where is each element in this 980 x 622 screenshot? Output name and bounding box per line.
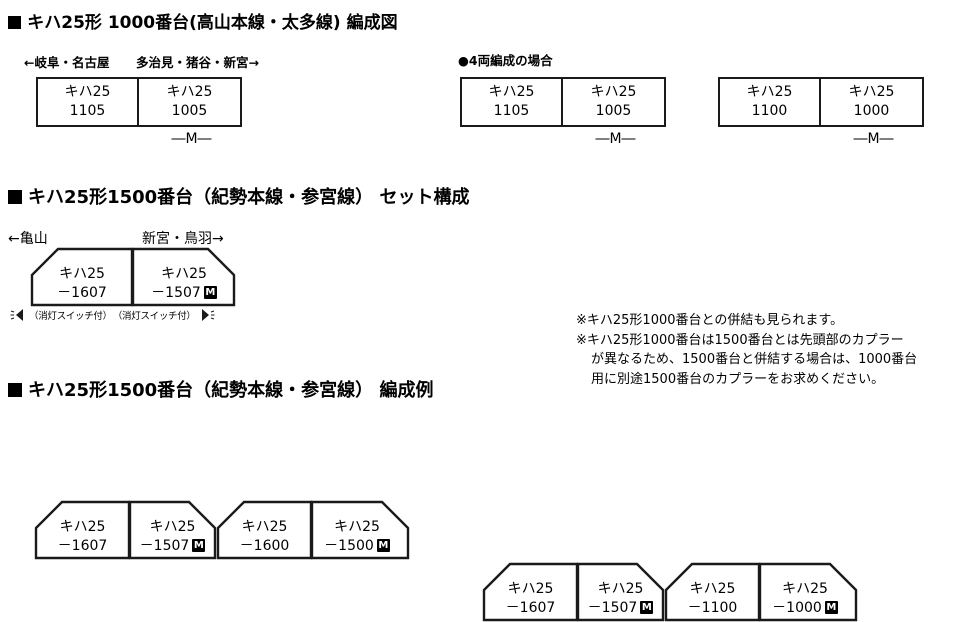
direction-label-left-1000: ←岐阜・名古屋 xyxy=(24,55,110,70)
car-number: －1607 xyxy=(505,599,556,616)
four-car-note: ●4両編成の場合 xyxy=(458,53,553,68)
car-type: キハ25 xyxy=(590,84,637,101)
car-number: －1607 xyxy=(57,284,107,301)
note-line-2: ※キハ25形1000番台は1500番台とは先頭部のカプラー xyxy=(576,332,904,348)
car-number: －1507 M xyxy=(587,599,654,616)
car-type: キハ25 xyxy=(848,84,895,101)
car-number: －1600 xyxy=(239,537,290,554)
motor-badge-icon: M xyxy=(376,539,390,553)
section-heading-1000: キハ25形 1000番台(高山本線・太多線) 編成図 xyxy=(8,8,398,33)
motor-badge-icon: M xyxy=(824,601,838,615)
car-number: 1000 xyxy=(853,102,890,119)
car-box: キハ25 －1500 M xyxy=(312,516,402,558)
car-type: キハ25 xyxy=(64,84,111,101)
consist-1500-set: キハ25 －1607 キハ25 －1507 M xyxy=(30,245,980,307)
car-type: キハ25 xyxy=(334,519,380,536)
car-box: キハ25 1100 xyxy=(720,79,821,125)
car-box: キハ25 －1507 M xyxy=(134,263,234,305)
car-type: キハ25 xyxy=(161,266,207,283)
car-type: キハ25 xyxy=(241,519,288,536)
car-number: －1500 M xyxy=(324,537,390,554)
car-number: 1105 xyxy=(493,102,530,119)
motor-badge-icon: M xyxy=(203,286,217,300)
square-bullet-icon xyxy=(8,189,23,204)
car-box: キハ25 －1000 M xyxy=(760,578,850,620)
motor-badge-icon: M xyxy=(640,601,654,615)
car-box: キハ25 1105 xyxy=(462,79,563,125)
car-number: －1000 M xyxy=(772,599,838,616)
coupler-notes: ※キハ25形1000番台との併結も見られます。 ※キハ25形1000番台は150… xyxy=(576,311,917,389)
car-box: キハ25 1005 xyxy=(139,79,240,125)
consist-1105-1005: キハ25 1105 キハ25 1005 xyxy=(36,77,242,127)
car-number: 1005 xyxy=(595,102,632,119)
section-heading-1500-set: キハ25形1500番台（紀勢本線・参宮線） セット構成 xyxy=(8,183,469,209)
square-bullet-icon xyxy=(8,15,22,29)
car-box: キハ25 1005 xyxy=(563,79,664,125)
motor-mark: ―M― xyxy=(595,131,636,147)
car-box: キハ25 1105 xyxy=(38,79,139,125)
car-number: －1507 M xyxy=(139,537,206,554)
car-type: キハ25 xyxy=(59,519,106,536)
car-box: キハ25 －1507 M xyxy=(578,578,663,620)
car-type: キハ25 xyxy=(507,581,554,598)
car-type: キハ25 xyxy=(488,84,535,101)
car-box: キハ25 －1607 xyxy=(36,516,129,558)
car-type: キハ25 xyxy=(689,581,736,598)
consist-1105-1005-b: キハ25 1105 キハ25 1005 xyxy=(460,77,666,127)
motor-mark: ―M― xyxy=(853,131,894,147)
motor-mark: ―M― xyxy=(171,131,212,147)
direction-label-right-1000: 多治見・猪谷・新宮→ xyxy=(136,55,259,70)
motor-badge-icon: M xyxy=(192,539,206,553)
direction-label-left-1500: ←亀山 xyxy=(8,231,48,247)
car-number: －1507 M xyxy=(151,284,217,301)
car-number: －1607 xyxy=(57,537,108,554)
note-line-4: 用に別途1500番台のカプラーをお求めください。 xyxy=(591,371,885,387)
car-type: キハ25 xyxy=(782,581,828,598)
square-bullet-icon xyxy=(8,382,23,397)
car-box: キハ25 －1600 xyxy=(218,516,311,558)
note-line-3: が異なるため、1500番台と併結する場合は、1000番台 xyxy=(591,352,918,367)
direction-label-right-1500: 新宮・鳥羽→ xyxy=(142,231,224,247)
example-consist-1: キハ25 －1607 キハ25 －1507 M キハ25 －1600 キハ25 … xyxy=(34,498,980,560)
car-number: 1100 xyxy=(751,102,788,119)
section-heading-1500-examples: キハ25形1500番台（紀勢本線・参宮線） 編成例 xyxy=(8,376,433,402)
car-number: －1100 xyxy=(687,599,738,616)
car-type: キハ25 xyxy=(166,84,213,101)
car-number: 1105 xyxy=(69,102,106,119)
car-number: 1005 xyxy=(171,102,208,119)
headlight-beam-left-icon xyxy=(10,309,23,321)
car-type: キハ25 xyxy=(149,519,196,536)
car-type: キハ25 xyxy=(59,266,105,283)
note-line-1: ※キハ25形1000番台との併結も見られます。 xyxy=(576,313,844,328)
car-box: キハ25 －1607 xyxy=(32,263,132,305)
car-type: キハ25 xyxy=(746,84,793,101)
car-box: キハ25 1000 xyxy=(821,79,922,125)
car-box: キハ25 －1507 M xyxy=(130,516,215,558)
car-box: キハ25 －1607 xyxy=(484,578,577,620)
headlight-beam-right-icon xyxy=(201,309,215,321)
consist-outline xyxy=(30,247,236,307)
lamp-switch-note-row: （消灯スイッチ付） （消灯スイッチ付） xyxy=(10,307,215,323)
consist-1100-1000: キハ25 1100 キハ25 1000 xyxy=(718,77,924,127)
car-type: キハ25 xyxy=(597,581,644,598)
example-consist-2: キハ25 －1607 キハ25 －1507 M キハ25 －1100 キハ25 … xyxy=(482,560,980,622)
lamp-switch-note-right: （消灯スイッチ付） xyxy=(112,311,196,322)
car-box: キハ25 －1100 xyxy=(666,578,759,620)
lamp-switch-note-left: （消灯スイッチ付） xyxy=(29,311,112,322)
